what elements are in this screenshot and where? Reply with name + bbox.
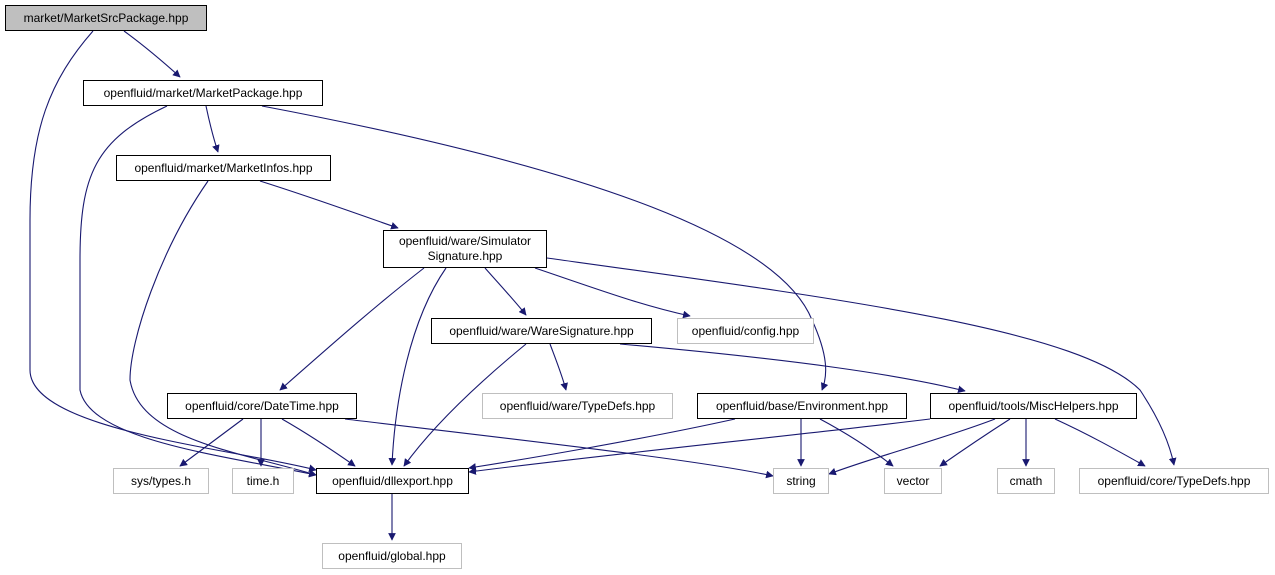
edge-mischelpers-to-string xyxy=(828,418,996,476)
node-sys-types: sys/types.h xyxy=(113,468,209,494)
node-market-src-package: market/MarketSrcPackage.hpp xyxy=(5,5,207,31)
edge-marketpkg-to-marketinfos xyxy=(205,105,220,153)
edge-datetime-to-string xyxy=(344,418,774,479)
edge-waresig-to-mischelpers xyxy=(619,343,966,394)
edge-marketpkg-to-dllexport xyxy=(79,105,317,478)
node-ware-type-defs: openfluid/ware/TypeDefs.hpp xyxy=(482,393,673,419)
edge-datetime-to-dllexport xyxy=(281,418,356,467)
node-ware-signature[interactable]: openfluid/ware/WareSignature.hpp xyxy=(431,318,652,344)
node-vector: vector xyxy=(884,468,942,494)
edge-mischelpers-to-dllexport xyxy=(468,418,931,475)
node-time-h: time.h xyxy=(232,468,294,494)
edge-marketpkg-to-environment xyxy=(261,105,829,391)
node-simulator-signature[interactable]: openfluid/ware/Simulator Signature.hpp xyxy=(383,230,547,268)
edge-simsig-to-config xyxy=(534,267,691,319)
edge-waresig-to-dllexport xyxy=(403,343,527,467)
node-date-time[interactable]: openfluid/core/DateTime.hpp xyxy=(167,393,357,419)
edge-marketinfos-to-simsig xyxy=(259,180,399,230)
edge-datetime-to-systypes xyxy=(179,418,244,467)
edge-simsig-to-coretypedefs xyxy=(546,257,1177,466)
edge-simsig-to-waresig xyxy=(484,267,527,316)
node-config: openfluid/config.hpp xyxy=(677,318,814,344)
edge-root-to-dllexport xyxy=(29,30,317,473)
edge-root-to-marketpkg xyxy=(123,30,181,78)
edge-environment-to-vector xyxy=(819,418,894,467)
node-market-infos[interactable]: openfluid/market/MarketInfos.hpp xyxy=(116,155,331,181)
edge-marketinfos-to-dllexport xyxy=(129,180,317,477)
edge-mischelpers-to-coretypedefs xyxy=(1054,418,1146,467)
edge-environment-to-dllexport xyxy=(468,418,736,471)
node-environment[interactable]: openfluid/base/Environment.hpp xyxy=(697,393,907,419)
node-market-package[interactable]: openfluid/market/MarketPackage.hpp xyxy=(83,80,323,106)
node-misc-helpers[interactable]: openfluid/tools/MiscHelpers.hpp xyxy=(930,393,1137,419)
edge-mischelpers-to-vector xyxy=(939,418,1011,467)
edge-simsig-to-datetime xyxy=(279,267,425,391)
node-string: string xyxy=(773,468,829,494)
edge-simsig-to-dllexport xyxy=(388,267,447,466)
node-cmath: cmath xyxy=(997,468,1055,494)
node-core-type-defs: openfluid/core/TypeDefs.hpp xyxy=(1079,468,1269,494)
edge-waresig-to-waretypedefs xyxy=(549,343,568,391)
node-global: openfluid/global.hpp xyxy=(322,543,462,569)
node-dllexport[interactable]: openfluid/dllexport.hpp xyxy=(316,468,469,494)
